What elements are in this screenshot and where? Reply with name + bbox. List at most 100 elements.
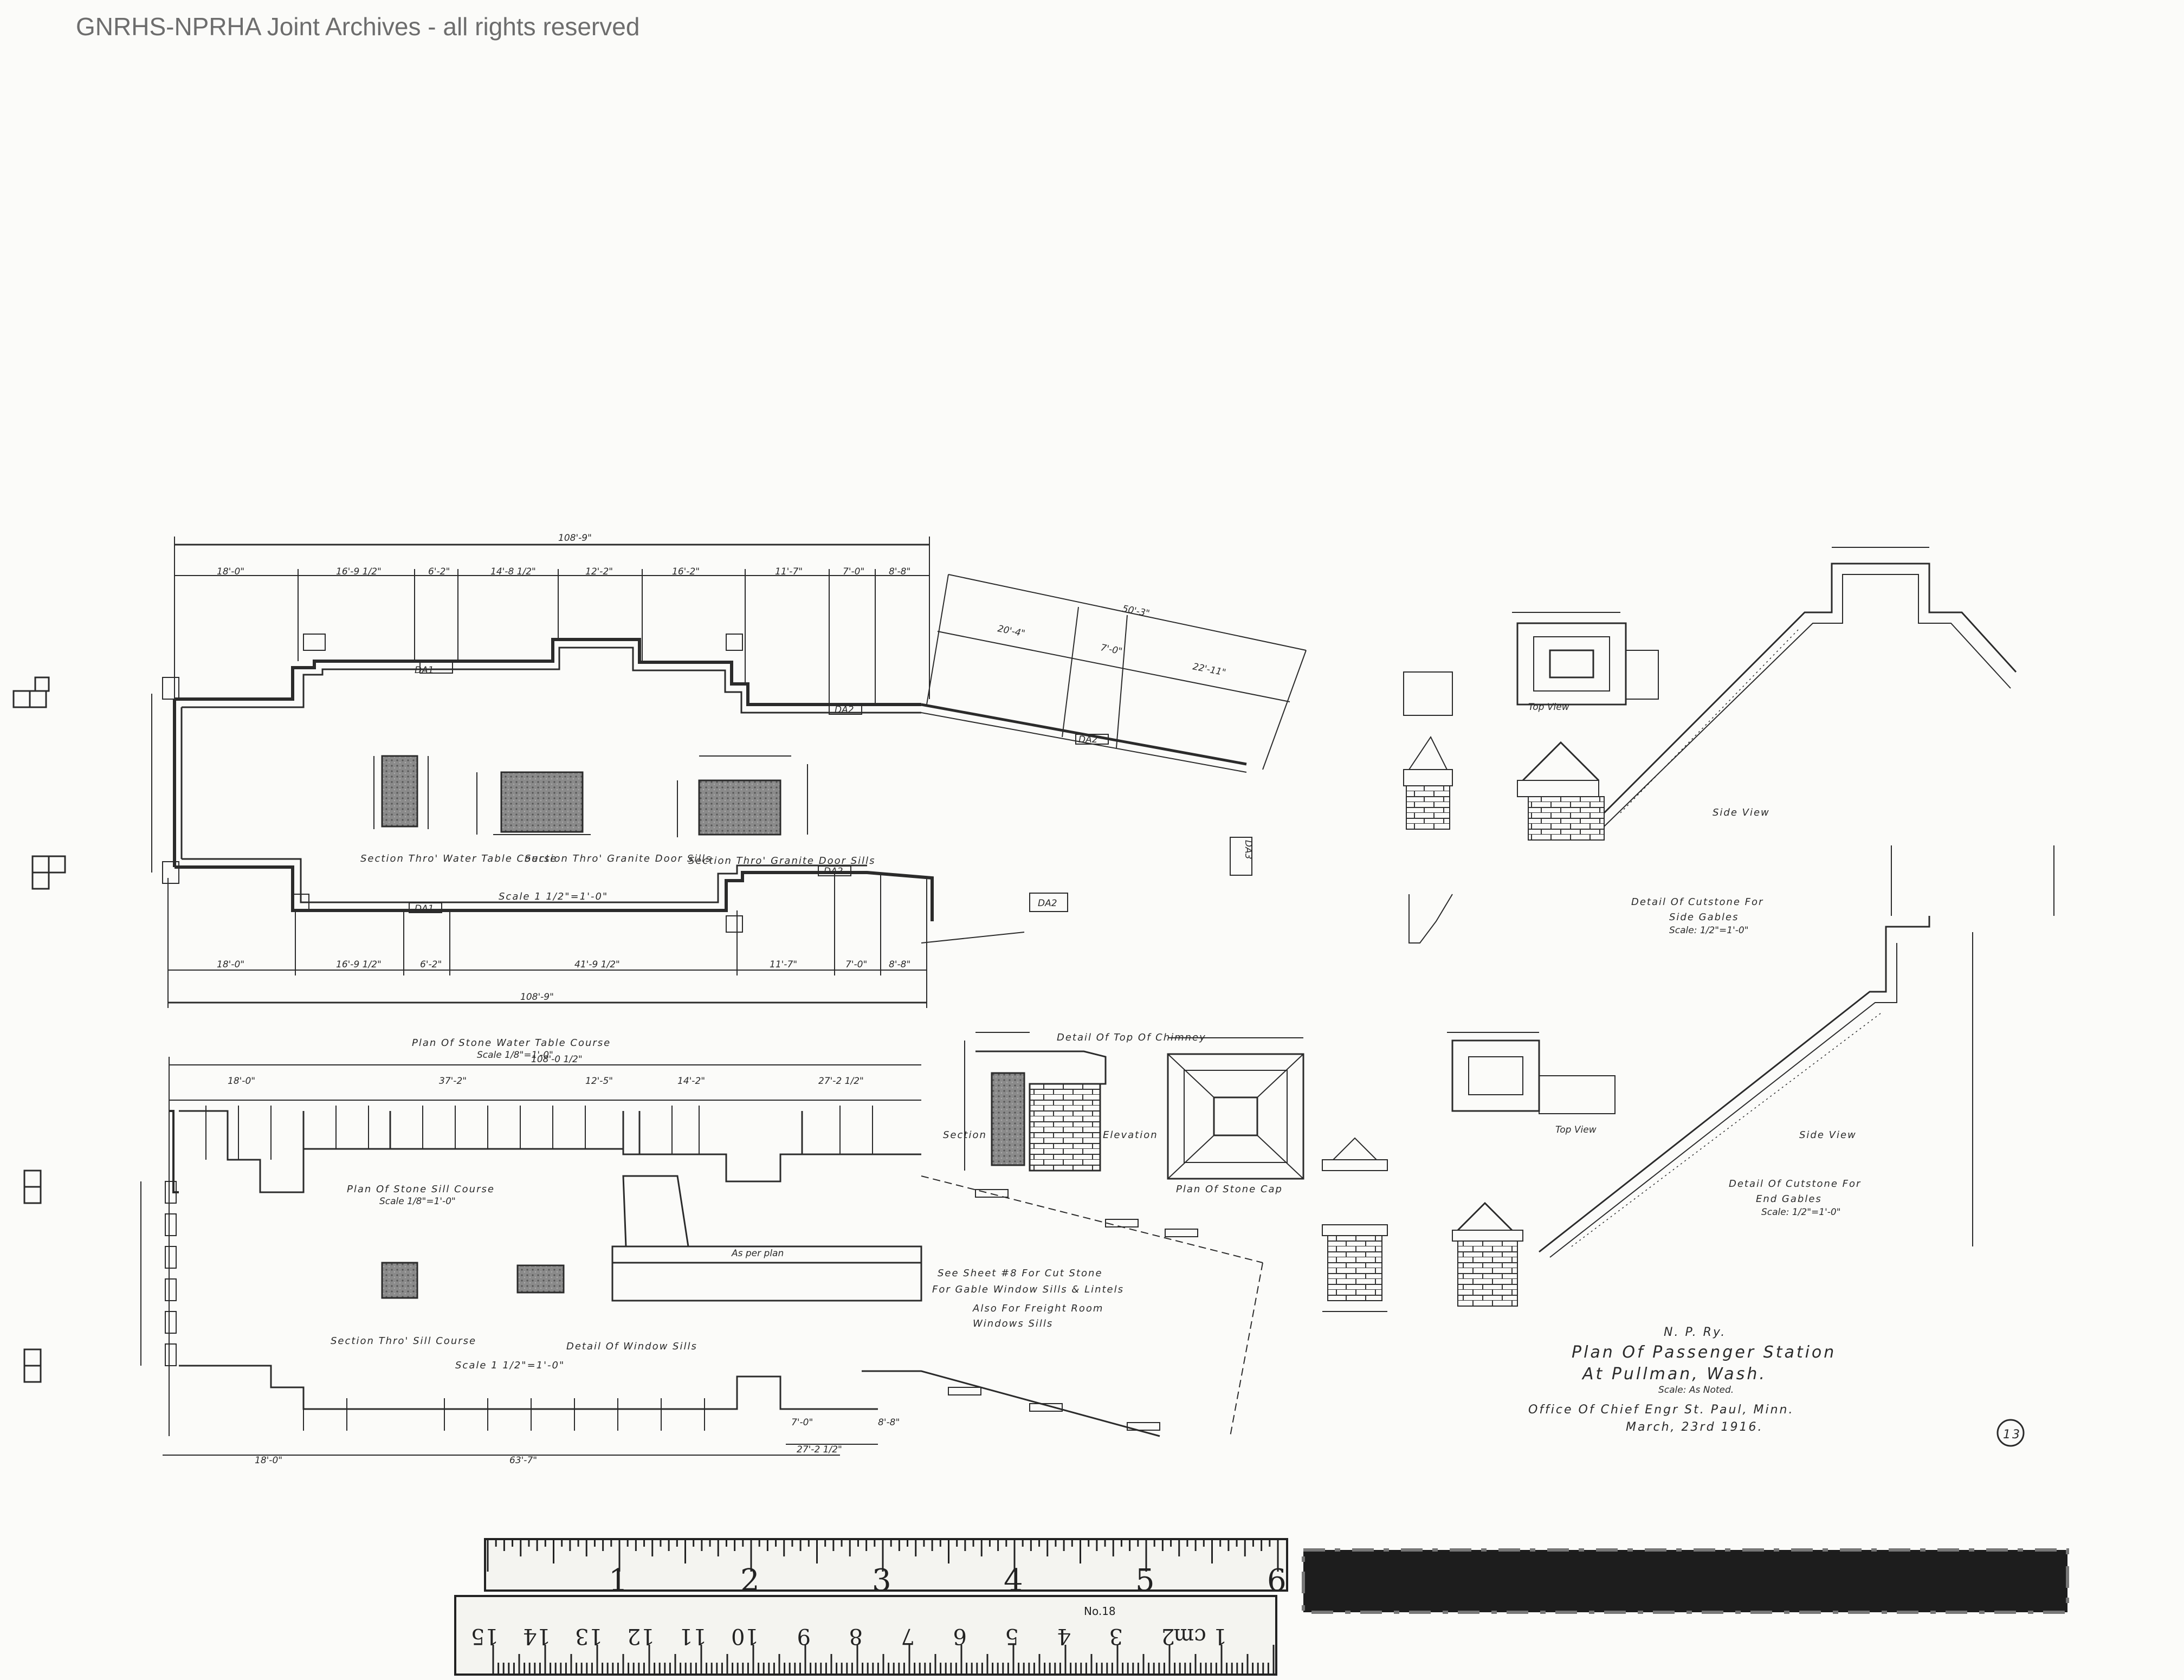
ruler-inch-label: 5 (1135, 1563, 1155, 1598)
label-sec-water-table: Section Thro' Water Table Course (360, 853, 557, 864)
label-section: Section (943, 1129, 987, 1141)
dim-angled-seg: 20'-4" (997, 623, 1026, 639)
label-see-sheet: See Sheet #8 For Cut Stone (938, 1268, 1103, 1279)
dim-top-seg: 11'-7" (775, 566, 803, 577)
edge-fragments (12, 676, 66, 1383)
label-side-view-2: Side View (1799, 1129, 1857, 1141)
dim-bottom-seg: 41'-9 1/2" (574, 959, 620, 970)
chimney-top-detail (964, 1032, 1107, 1172)
ruler-cm-label: 7 (901, 1624, 915, 1649)
dim-overall-bottom: 108'-9" (520, 992, 554, 1003)
dim-angled-seg: 7'-0" (1100, 642, 1123, 657)
dim-sill-bottom-extra: 7'-0" (791, 1417, 813, 1428)
ruler-cm-label: 12 (627, 1624, 655, 1649)
label-plan-water-table: Plan Of Stone Water Table Course (412, 1037, 611, 1049)
title-date: March, 23rd 1916. (1626, 1420, 1763, 1434)
ruler-cm-label: 3 (1109, 1624, 1123, 1649)
sheet-number: 13 (2003, 1428, 2021, 1442)
label-scale-sill-sections: Scale 1 1/2"=1'-0" (455, 1360, 565, 1371)
chimney-detail-end-gable (1447, 845, 2054, 1307)
da2-mark: DA2 (824, 866, 843, 877)
angled-wing-platform (867, 574, 1307, 944)
dim-top-seg: 16'-9 1/2" (336, 566, 382, 577)
ruler-cm-label: 6 (953, 1624, 967, 1649)
label-for-gable: For Gable Window Sills & Lintels (932, 1284, 1124, 1295)
dim-sill-seg: 27'-2 1/2" (818, 1076, 864, 1087)
ruler-badge: No.18 (1084, 1605, 1116, 1618)
archive-watermark: GNRHS-NPRHA Joint Archives - all rights … (76, 12, 640, 41)
ruler-inch-label: 6 (1267, 1563, 1287, 1598)
dim-top-seg: 6'-2" (428, 566, 450, 577)
dim-sill-seg: 18'-0" (228, 1076, 255, 1087)
dim-angled-top: 50'-3" (1121, 603, 1151, 619)
dim-sill-bottom: 27'-2 1/2" (797, 1444, 842, 1455)
stone-cap-plan (1167, 1037, 1304, 1180)
dim-top-seg: 12'-2" (585, 566, 613, 577)
drawing-labels: 108'-9" 18'-0" 16'-9 1/2" 6'-2" 14'-8 1/… (217, 533, 1860, 1466)
label-scale-sections: Scale 1 1/2"=1'-0" (499, 891, 608, 902)
dim-bottom-seg: 11'-7" (770, 959, 797, 970)
ruler-cm-label: 14 (523, 1624, 551, 1649)
da1-mark: DA1 (415, 665, 434, 676)
label-also-freight: Also For Freight Room (972, 1303, 1103, 1314)
plan-sill-course (140, 1057, 1263, 1456)
title-railway: N. P. Ry. (1664, 1326, 1726, 1339)
dim-top-seg: 8'-8" (889, 566, 910, 577)
dim-bottom-seg: 8'-8" (889, 959, 910, 970)
title-scale: Scale: As Noted. (1658, 1385, 1734, 1395)
label-plan-sill: Plan Of Stone Sill Course (347, 1184, 495, 1195)
label-window-sills: Windows Sills (973, 1318, 1053, 1329)
da2-mark: DA2 (835, 705, 854, 715)
chimney-elevation-small-1 (1403, 671, 1453, 944)
label-sec-granite-door: Section Thro' Granite Door Sills (525, 853, 712, 864)
dim-top-seg: 14'-8 1/2" (490, 566, 536, 577)
ruler-cm-label: 9 (797, 1624, 811, 1649)
label-top-view: Top View (1528, 702, 1569, 713)
dim-top-seg: 18'-0" (217, 566, 244, 577)
chimney-elevation-small-2 (1322, 1137, 1388, 1312)
dim-sill-overall: 108'-0 1/2" (531, 1054, 583, 1065)
dim-sill-bottom: 63'-7" (509, 1455, 537, 1466)
dim-angled-seg: 22'-11" (1192, 661, 1227, 678)
ruler-inch-label: 2 (740, 1563, 760, 1598)
dim-overall-top: 108'-9" (558, 533, 592, 544)
ruler-cm-label: 4 (1057, 1624, 1071, 1649)
label-end-gables: End Gables (1756, 1193, 1822, 1205)
dim-sill-seg: 12'-5" (585, 1076, 613, 1087)
da1-mark: DA1 (415, 903, 434, 914)
dim-sill-bottom-extra: 8'-8" (878, 1417, 900, 1428)
label-elevation: Elevation (1103, 1129, 1158, 1141)
ruler-cm-label: 2 (1161, 1624, 1175, 1649)
da2-mark: DA2 (1038, 898, 1057, 909)
title-plan: Plan Of Passenger Station (1572, 1343, 1836, 1362)
dim-sill-seg: 14'-2" (677, 1076, 705, 1087)
ruler-cm-label: 1 cm (1174, 1624, 1227, 1649)
dim-top-seg: 7'-0" (843, 566, 864, 577)
dim-bottom-seg: 18'-0" (217, 959, 244, 970)
label-detail-window-sills: Detail Of Window Sills (566, 1341, 697, 1352)
label-side-view: Side View (1713, 807, 1770, 818)
label-scale-side: Scale: 1/2"=1'-0" (1669, 925, 1749, 936)
label-top-view-2: Top View (1555, 1125, 1597, 1135)
section-details-top (373, 755, 808, 837)
chimney-detail-side-gable (1512, 547, 2017, 841)
da3-mark: DA3 (1243, 840, 1253, 860)
title-block: N. P. Ry. Plan Of Passenger Station At P… (1528, 1326, 2025, 1447)
ruler-cm-label: 15 (471, 1624, 499, 1649)
label-sec-sill-course: Section Thro' Sill Course (331, 1335, 476, 1347)
dim-bottom-seg: 16'-9 1/2" (336, 959, 382, 970)
label-plan-water-table-scale: Scale 1/8"=1'-0" (477, 1050, 553, 1061)
label-plan-sill-scale: Scale 1/8"=1'-0" (379, 1196, 456, 1207)
title-location: At Pullman, Wash. (1581, 1365, 1767, 1384)
label-detail-chimney-top: Detail Of Top Of Chimney (1057, 1032, 1206, 1043)
dim-top-seg: 16'-2" (672, 566, 700, 577)
label-as-per-plan: As per plan (731, 1248, 784, 1259)
dim-sill-seg: 37'-2" (439, 1076, 467, 1087)
ruler-cm-label: 10 (731, 1624, 759, 1649)
label-side-gables: Side Gables (1669, 912, 1739, 923)
label-sec-granite-door-2: Section Thro' Granite Door Sills (688, 855, 876, 867)
ruler-inch-label: 4 (1004, 1563, 1023, 1598)
